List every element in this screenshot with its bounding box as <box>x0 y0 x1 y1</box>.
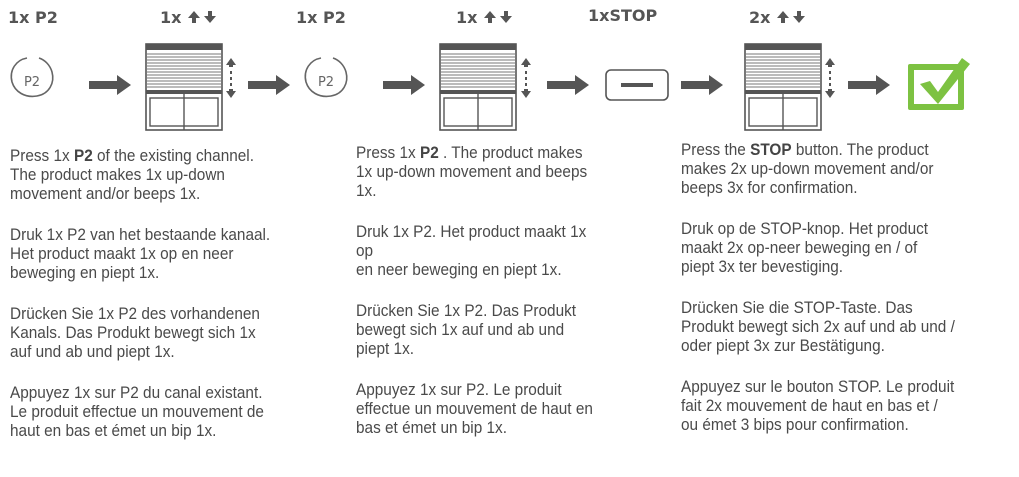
instruction-column-3: Press the STOP button. The product makes… <box>681 141 955 457</box>
step-label-2-text: 1x <box>160 8 182 27</box>
step-label-3: 1x P2 <box>296 8 346 27</box>
instruction-column-1: Press 1x P2 of the existing channel. The… <box>10 147 270 463</box>
instruction-fr-3: Appuyez sur le bouton STOP. Le produit f… <box>681 378 955 434</box>
remote-p2-icon: P2 <box>10 57 54 98</box>
instruction-nl-1: Druk 1x P2 van het bestaande kanaal. Het… <box>10 226 271 282</box>
up-down-arrows-icon <box>825 58 835 98</box>
svg-text:P2: P2 <box>24 75 40 90</box>
step-label-4: 1x <box>456 8 517 27</box>
right-arrow-icon <box>383 75 425 95</box>
right-arrow-icon <box>547 75 589 95</box>
up-down-arrows-icon <box>188 11 217 23</box>
up-down-arrows-icon <box>226 58 236 98</box>
up-down-arrows-icon <box>777 11 806 23</box>
instruction-fr-2: Appuyez 1x sur P2. Le produit effectue u… <box>356 381 593 437</box>
instruction-en-2: Press 1x P2 . The product makes 1x up-do… <box>356 144 588 200</box>
blind-icon <box>145 43 223 131</box>
instruction-nl-3: Druk op de STOP-knop. Het product maakt … <box>681 220 929 276</box>
right-arrow-icon <box>89 75 131 95</box>
instruction-diagram: P2 P2 <box>10 43 970 131</box>
instruction-en-3: Press the STOP button. The product makes… <box>681 141 934 197</box>
step-label-2: 1x <box>160 8 221 27</box>
svg-text:P2: P2 <box>318 75 334 90</box>
step-label-4-text: 1x <box>456 8 478 27</box>
step-label-1: 1x P2 <box>8 8 58 27</box>
up-down-arrows-icon <box>484 11 513 23</box>
instruction-fr-1: Appuyez 1x sur P2 du canal existant. Le … <box>10 384 264 440</box>
right-arrow-icon <box>848 75 890 95</box>
instruction-nl-2: Druk 1x P2. Het product maakt 1x op en n… <box>356 223 587 279</box>
step-label-5: 1xSTOP <box>588 6 658 25</box>
step-label-6-text: 2x <box>749 8 771 27</box>
instruction-de-2: Drücken Sie 1x P2. Das Produkt bewegt si… <box>356 302 577 358</box>
instruction-en-1: Press 1x P2 of the existing channel. The… <box>10 147 254 203</box>
checkmark-icon <box>908 58 970 110</box>
stop-button-icon <box>605 69 669 101</box>
instruction-de-3: Drücken Sie die STOP-Taste. Das Produkt … <box>681 299 955 355</box>
instruction-column-2: Press 1x P2 . The product makes 1x up-do… <box>356 144 593 460</box>
right-arrow-icon <box>681 75 723 95</box>
instruction-de-1: Drücken Sie 1x P2 des vorhandenen Kanals… <box>10 305 260 361</box>
remote-p2-icon: P2 <box>304 57 348 98</box>
right-arrow-icon <box>248 75 290 95</box>
blind-icon <box>439 43 517 131</box>
blind-icon <box>744 43 822 131</box>
up-down-arrows-icon <box>521 58 531 98</box>
step-label-6: 2x <box>749 8 810 27</box>
